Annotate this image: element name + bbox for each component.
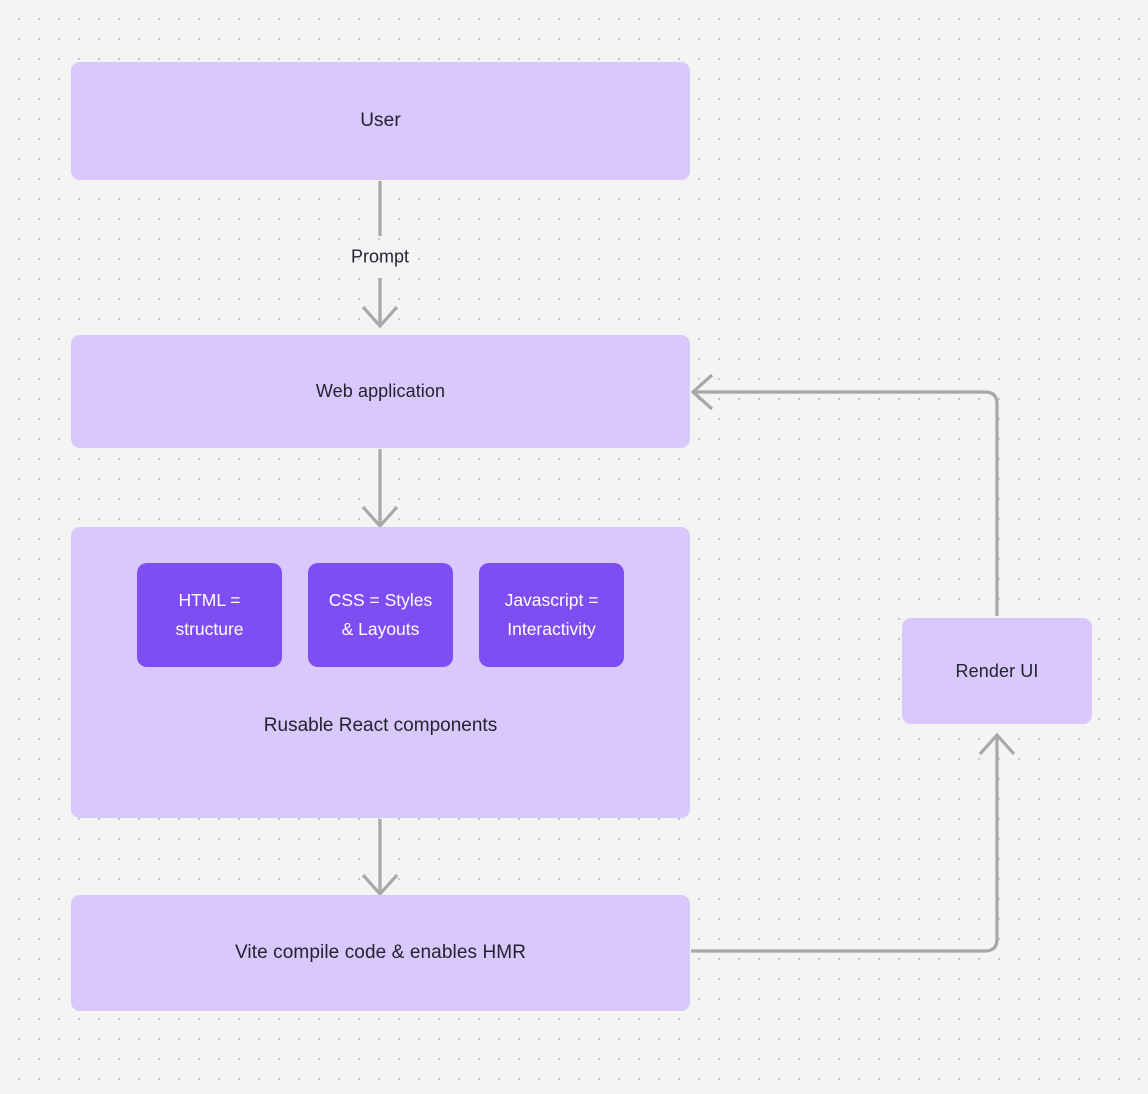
- chip-javascript-line2: Interactivity: [507, 619, 596, 639]
- node-user-label: User: [360, 110, 401, 132]
- chip-css[interactable]: CSS = Styles & Layouts: [308, 563, 453, 667]
- edge-webapp-to-components: [361, 449, 399, 529]
- node-reusable-react-components[interactable]: HTML = structure CSS = Styles & Layouts …: [71, 527, 690, 818]
- chip-html-line1: HTML =: [178, 590, 241, 611]
- node-user[interactable]: User: [71, 62, 690, 180]
- node-render-ui[interactable]: Render UI: [902, 618, 1092, 724]
- chip-html[interactable]: HTML = structure: [137, 563, 282, 667]
- node-vite[interactable]: Vite compile code & enables HMR: [71, 895, 690, 1011]
- node-web-application-label: Web application: [315, 381, 446, 402]
- edge-components-to-vite: [361, 819, 399, 897]
- node-vite-label: Vite compile code & enables HMR: [234, 942, 527, 964]
- chip-javascript-label: Javascript = Interactivity: [505, 586, 599, 644]
- chip-row: HTML = structure CSS = Styles & Layouts …: [71, 563, 690, 667]
- chip-css-line1: CSS = Styles: [328, 590, 433, 611]
- node-web-application[interactable]: Web application: [71, 335, 690, 448]
- chip-css-line2: & Layouts: [341, 619, 420, 639]
- chip-html-label: HTML = structure: [175, 586, 243, 644]
- node-render-ui-label: Render UI: [955, 660, 1039, 681]
- chip-html-line2: structure: [175, 619, 244, 639]
- chip-javascript[interactable]: Javascript = Interactivity: [479, 563, 624, 667]
- edge-label-prompt: Prompt: [350, 246, 410, 267]
- edge-vite-to-render: [691, 732, 1016, 953]
- node-components-caption: Rusable React components: [263, 715, 498, 736]
- chip-css-label: CSS = Styles & Layouts: [329, 586, 433, 644]
- chip-javascript-line1: Javascript =: [504, 590, 599, 611]
- edge-render-to-webapp: [690, 373, 999, 616]
